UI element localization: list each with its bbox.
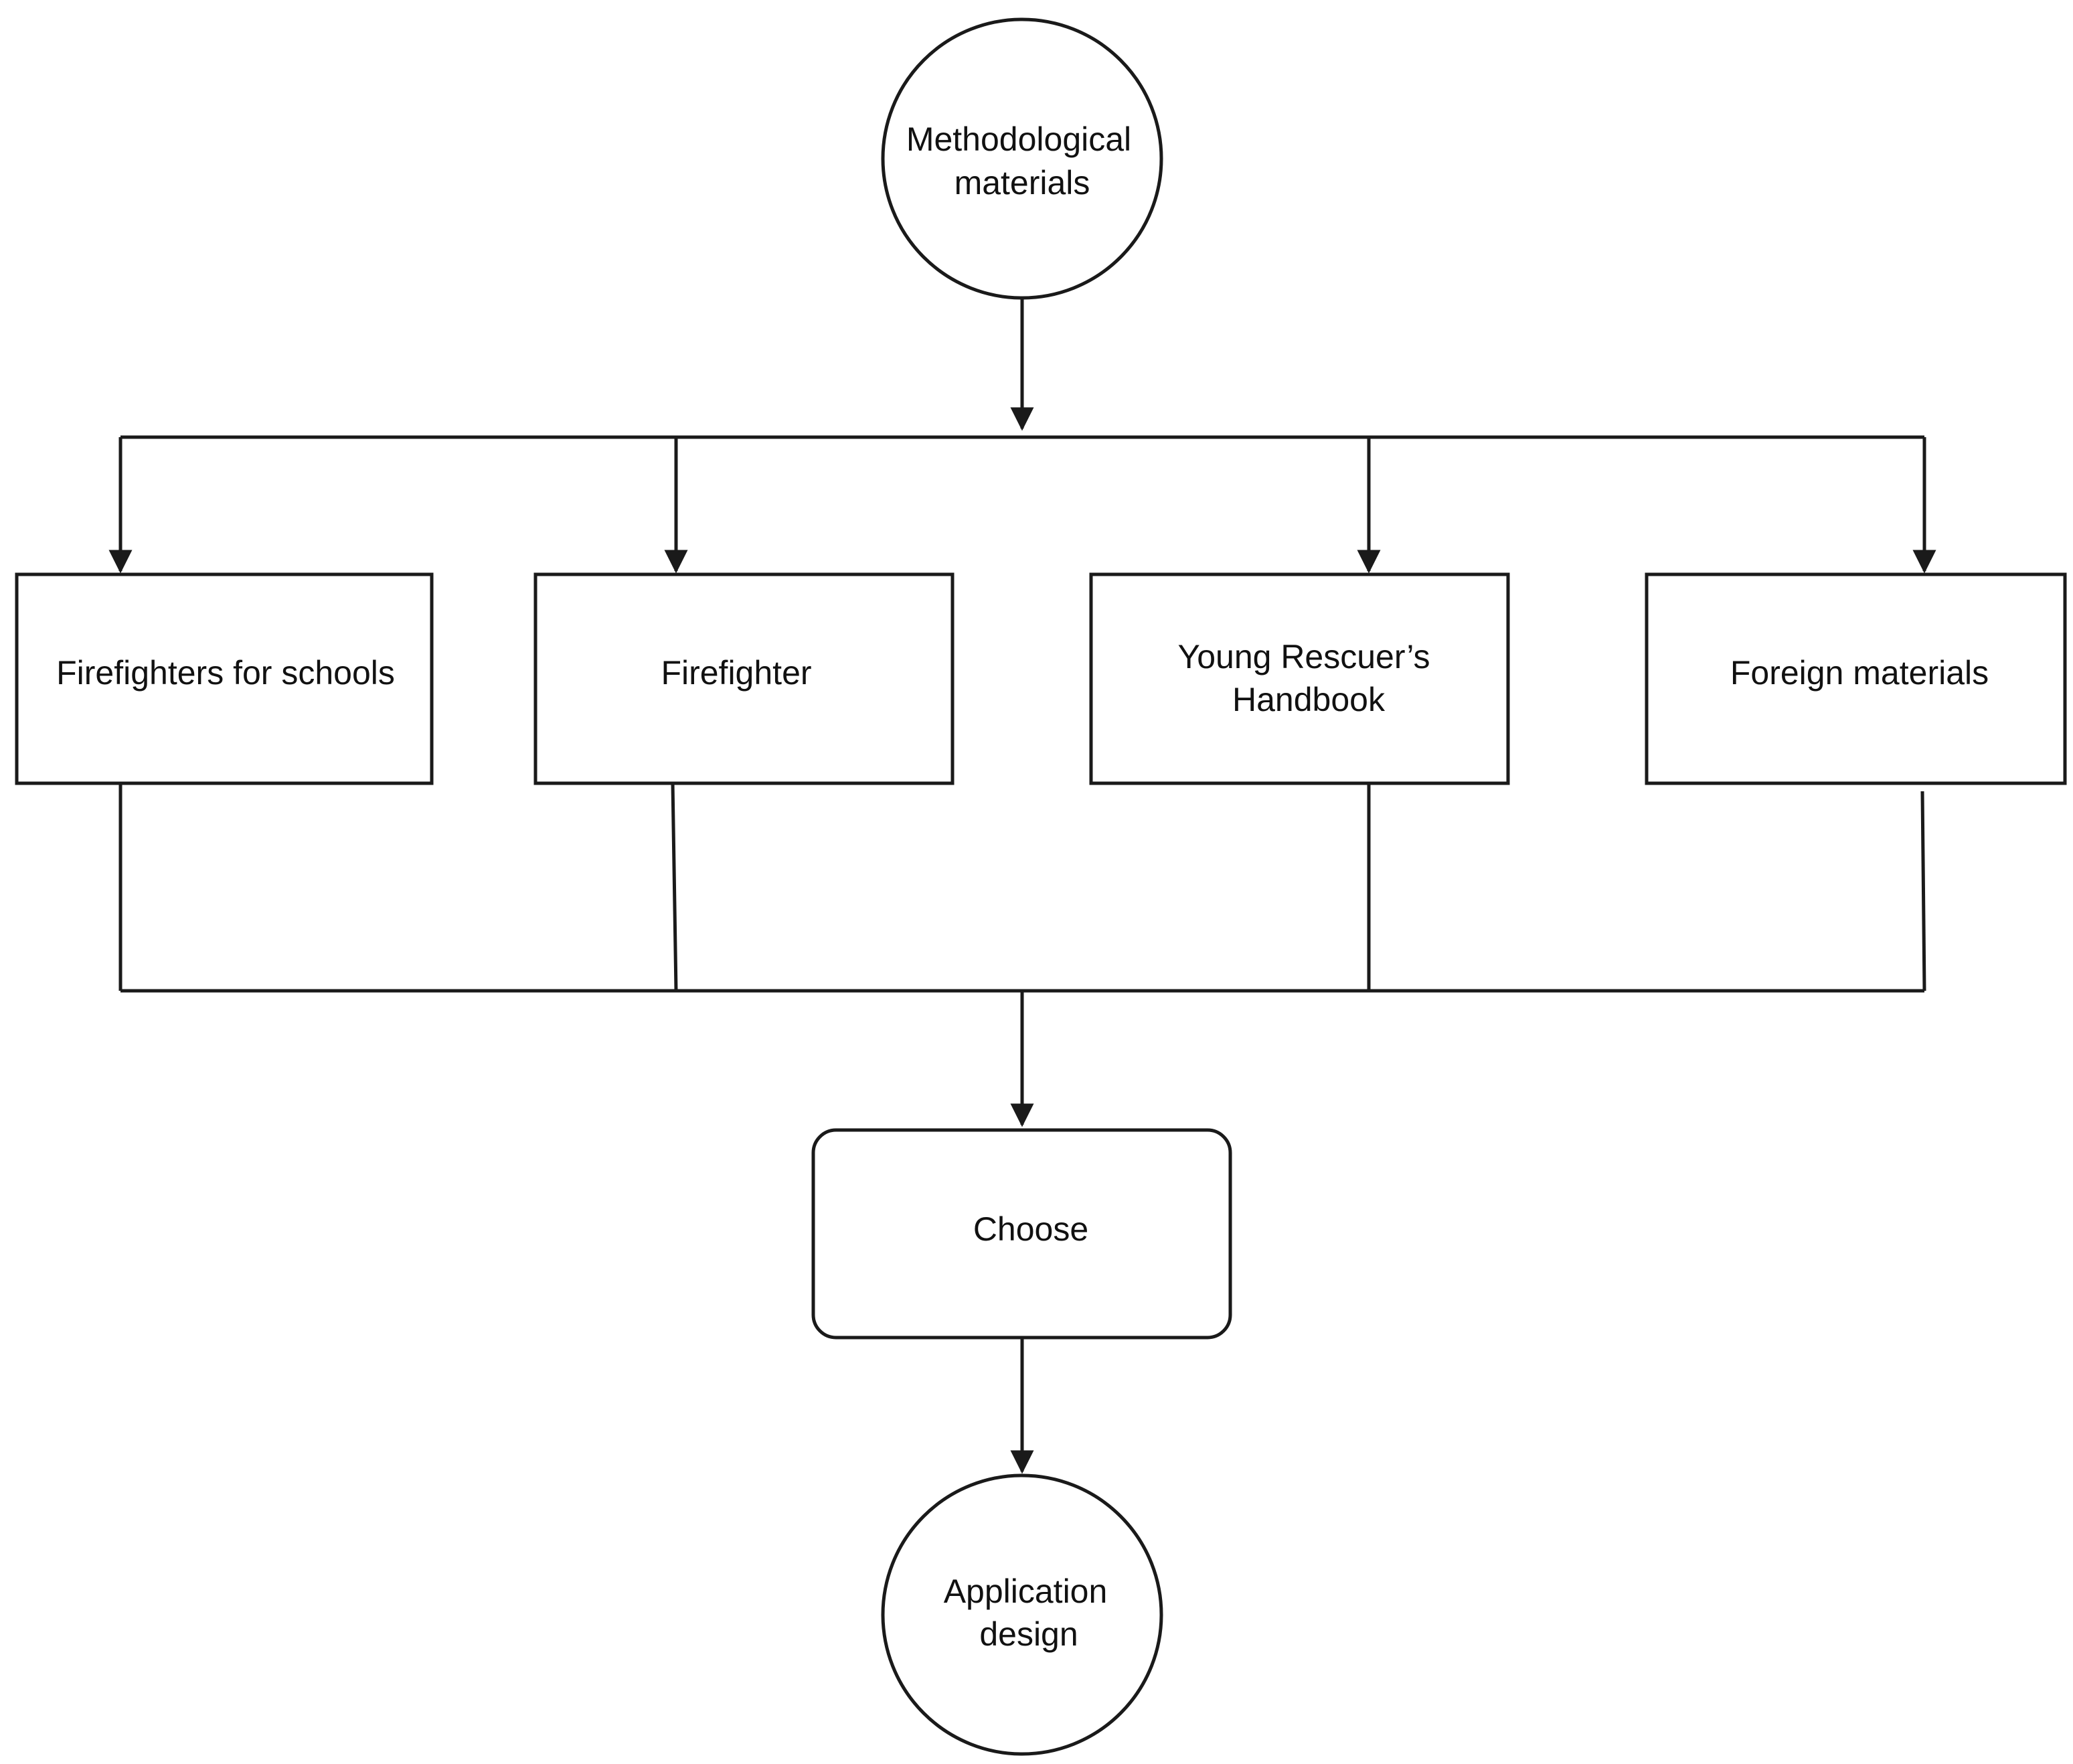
source-box-2-rect [533, 572, 955, 785]
connector-source-4-to-bottom-bus [1920, 791, 1926, 991]
choose-node-rect [811, 1128, 1232, 1340]
source-box-2-label: Firefighter [661, 654, 811, 692]
source-box-3: Young Rescuer’s Handbook [1089, 572, 1510, 785]
source-box-4-rect [1645, 572, 2067, 785]
start-node-circle [881, 17, 1163, 300]
end-node-label-line1: Application [944, 1573, 1108, 1610]
source-box-1-label: Firefighters for schools [56, 654, 395, 692]
source-box-1-rect [15, 572, 434, 785]
source-box-3-label-line2: Handbook [1232, 681, 1386, 718]
start-node-label-line2: materials [955, 164, 1090, 202]
connectors [108, 298, 1936, 1474]
end-node: Application design [881, 1473, 1163, 1756]
start-node-label-line1: Methodological [906, 121, 1131, 158]
source-box-1: Firefighters for schools [15, 572, 434, 785]
source-box-4: Foreign materials [1645, 572, 2067, 785]
choose-node-label: Choose [973, 1210, 1088, 1248]
source-box-4-label: Foreign materials [1730, 654, 1989, 692]
connector-source-2-to-bottom-bus [671, 783, 678, 991]
start-node: Methodological materials [881, 17, 1163, 300]
source-box-3-label-line1: Young Rescuer’s [1177, 638, 1430, 675]
source-box-3-rect [1089, 572, 1510, 785]
choose-node: Choose [811, 1128, 1232, 1340]
end-node-circle [881, 1473, 1163, 1756]
source-box-2: Firefighter [533, 572, 955, 785]
end-node-label-line2: design [979, 1615, 1078, 1653]
